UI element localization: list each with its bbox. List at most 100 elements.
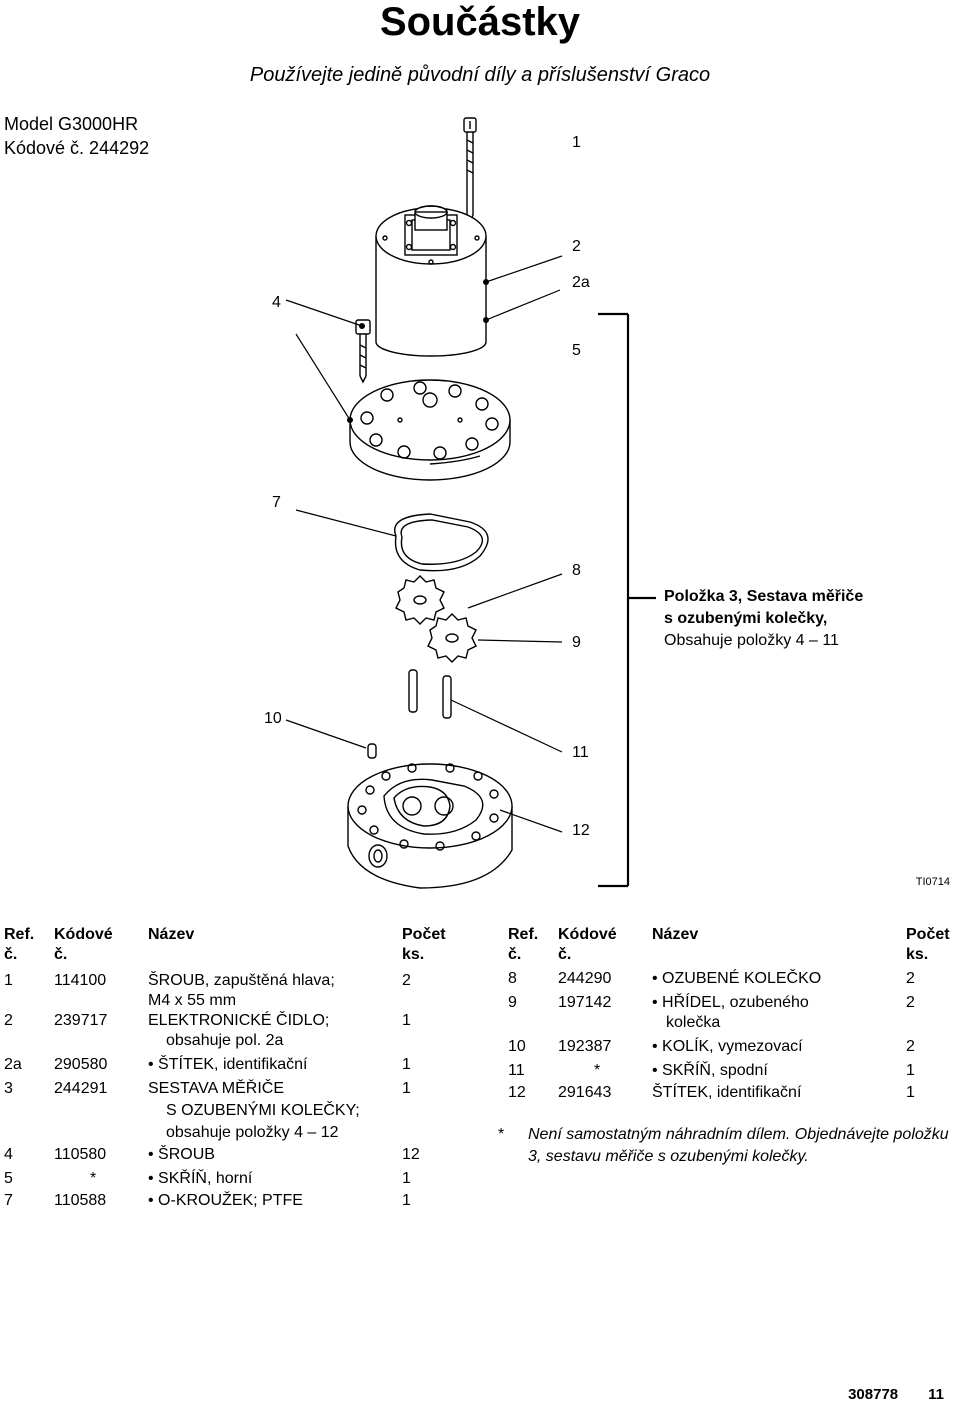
row-ref: 2a — [4, 1056, 22, 1073]
row-qty: 2 — [402, 972, 411, 989]
callout-9: 9 — [572, 634, 581, 651]
dowel-pin-drawing — [367, 743, 377, 759]
row-code: 239717 — [54, 1012, 108, 1029]
row-qty: 1 — [402, 1056, 411, 1073]
row-code: 197142 — [558, 994, 612, 1011]
row-qty: 1 — [402, 1192, 411, 1209]
callout-1: 1 — [572, 134, 581, 151]
col-qty-header-2: ks. — [402, 946, 425, 963]
row-name: KOLÍK, vymezovací — [652, 1038, 803, 1056]
row-ref: 3 — [4, 1080, 13, 1097]
row-name: ŠROUB — [148, 1146, 215, 1164]
row-code: 110588 — [54, 1192, 107, 1209]
row-qty: 1 — [402, 1012, 411, 1029]
row-qty: 1 — [402, 1080, 411, 1097]
callout-7: 7 — [272, 494, 281, 511]
row-ref: 12 — [508, 1084, 526, 1101]
row-ref: 5 — [4, 1170, 13, 1187]
col-ref-header: Ref. — [508, 926, 539, 943]
col-qty-header: Počet — [906, 926, 950, 943]
row-ref: 9 — [508, 994, 517, 1011]
row-name: ŠROUB, zapuštěná hlava; — [148, 972, 335, 989]
row-qty: 1 — [402, 1170, 411, 1187]
footnote-text: Není samostatným náhradním dílem. Objedn… — [528, 1126, 949, 1165]
row-name-cont: kolečka — [666, 1014, 721, 1031]
upper-housing-drawing — [349, 379, 511, 481]
row-qty: 1 — [906, 1084, 915, 1101]
exploded-diagram — [285, 117, 656, 889]
row-qty: 2 — [906, 1038, 915, 1055]
callout-5: 5 — [572, 342, 581, 359]
model-label: Model G3000HR — [4, 114, 139, 134]
row-code: * — [90, 1170, 97, 1187]
row-qty: 1 — [906, 1062, 915, 1079]
doc-number: 308778 — [848, 1386, 899, 1403]
row-ref: 10 — [508, 1038, 526, 1055]
sensor-drawing — [375, 205, 487, 357]
col-name-header: Název — [652, 926, 699, 943]
row-code: 291643 — [558, 1084, 612, 1101]
row-name: ELEKTRONICKÉ ČIDLO; — [148, 1012, 330, 1029]
col-ref-header-2: č. — [508, 946, 522, 963]
row-code: 192387 — [558, 1038, 612, 1055]
leader-lines — [285, 255, 563, 833]
row-name: OZUBENÉ KOLEČKO — [652, 970, 821, 988]
lower-housing-drawing — [347, 763, 513, 889]
row-ref: 2 — [4, 1012, 13, 1029]
col-ref-header: Ref. — [4, 926, 35, 943]
footnote: * Není samostatným náhradním dílem. Obje… — [498, 1124, 958, 1174]
row-name: HŘÍDEL, ozubeného — [652, 994, 809, 1012]
gear-drawing — [427, 613, 477, 663]
screw-drawing — [463, 117, 477, 224]
row-ref: 11 — [508, 1062, 525, 1079]
col-name-header: Název — [148, 926, 195, 943]
assembly-label-line1: Položka 3, Sestava měřiče — [664, 588, 864, 605]
callout-10: 10 — [264, 710, 282, 727]
row-name: SKŘÍŇ, spodní — [652, 1062, 768, 1080]
row-name-cont: M4 x 55 mm — [148, 992, 237, 1009]
row-name: ŠTÍTEK, identifikační — [148, 1056, 307, 1074]
col-code-header: Kódové — [54, 926, 113, 943]
col-code-header-2: č. — [54, 946, 68, 963]
page-title: Součástky — [379, 0, 581, 44]
assembly-label-line2: s ozubenými kolečky, — [664, 610, 828, 627]
page-subtitle: Používejte jedině původní díly a přísluš… — [249, 64, 711, 86]
row-code: 290580 — [54, 1056, 108, 1073]
col-code-header: Kódové — [558, 926, 617, 943]
row-name: O-KROUŽEK; PTFE — [148, 1192, 303, 1210]
gear-drawing — [395, 575, 445, 625]
row-ref: 8 — [508, 970, 517, 987]
assembly-bracket — [598, 312, 656, 888]
footnote-marker: * — [498, 1126, 505, 1143]
col-code-header-2: č. — [558, 946, 572, 963]
parts-table-left: Ref. č. Kódové č. Název Počet ks. 1 1141… — [4, 926, 464, 1216]
row-ref: 7 — [4, 1192, 13, 1209]
callout-11: 11 — [572, 744, 589, 761]
row-ref: 4 — [4, 1146, 13, 1163]
row-ref: 1 — [4, 972, 13, 989]
callout-12: 12 — [572, 822, 590, 839]
col-qty-header-2: ks. — [906, 946, 929, 963]
callout-8: 8 — [572, 562, 581, 579]
callout-2a: 2a — [572, 274, 590, 291]
row-code: 244290 — [558, 970, 612, 987]
row-code: 110580 — [54, 1146, 107, 1163]
row-name: SESTAVA MĚŘIČE — [148, 1080, 285, 1097]
row-name: SKŘÍŇ, horní — [148, 1170, 252, 1188]
callout-2: 2 — [572, 238, 581, 255]
o-ring-drawing — [394, 513, 489, 572]
assembly-label-line3: Obsahuje položky 4 – 11 — [664, 632, 839, 649]
callout-4: 4 — [272, 294, 281, 311]
screw-drawing — [355, 319, 371, 384]
part-number-label: Kódové č. 244292 — [4, 138, 150, 158]
col-qty-header: Počet — [402, 926, 446, 943]
leader-dots — [347, 279, 489, 423]
parts-table-right: Ref. č. Kódové č. Název Počet ks. 8 2442… — [508, 926, 954, 1106]
row-code: 114100 — [54, 972, 107, 989]
row-qty: 2 — [906, 994, 915, 1011]
row-name-cont: obsahuje pol. 2a — [166, 1032, 284, 1049]
row-qty: 12 — [402, 1146, 420, 1163]
shaft-drawing — [408, 669, 452, 719]
row-code: 244291 — [54, 1080, 108, 1097]
